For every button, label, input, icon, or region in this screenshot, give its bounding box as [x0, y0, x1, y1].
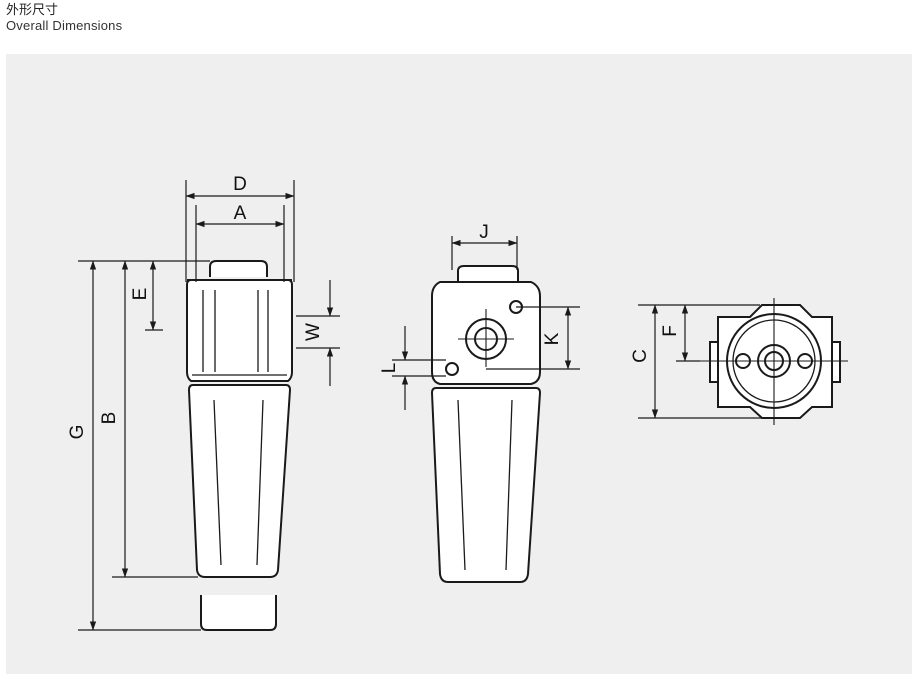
front-dimensions — [78, 180, 340, 631]
label-b: B — [99, 412, 120, 425]
top-dimensions — [638, 304, 762, 419]
label-d: D — [233, 174, 247, 195]
section-title-english: Overall Dimensions — [6, 18, 123, 33]
top-view-left-port — [709, 341, 719, 383]
front-bowl — [187, 384, 292, 578]
front-head-block — [186, 279, 293, 382]
side-view — [430, 265, 542, 583]
top-view — [694, 298, 848, 425]
top-view-right-port — [831, 341, 841, 383]
label-k: K — [542, 332, 563, 345]
label-a: A — [234, 203, 247, 224]
section-header: 外形尺寸 Overall Dimensions — [6, 3, 122, 34]
side-bowl — [430, 387, 542, 583]
label-f: F — [660, 325, 681, 337]
side-dimensions — [392, 236, 580, 410]
side-top-cap — [457, 265, 519, 282]
label-e: E — [130, 288, 151, 301]
label-c: C — [630, 349, 651, 363]
label-w: W — [303, 323, 324, 341]
section-title-chinese: 外形尺寸 — [6, 3, 59, 18]
front-top-cap — [209, 260, 268, 277]
label-g: G — [67, 425, 88, 440]
side-drain-hole — [445, 362, 459, 376]
front-view — [186, 260, 293, 631]
label-l: L — [379, 363, 400, 374]
label-j: J — [479, 222, 489, 243]
front-drain — [200, 595, 277, 631]
